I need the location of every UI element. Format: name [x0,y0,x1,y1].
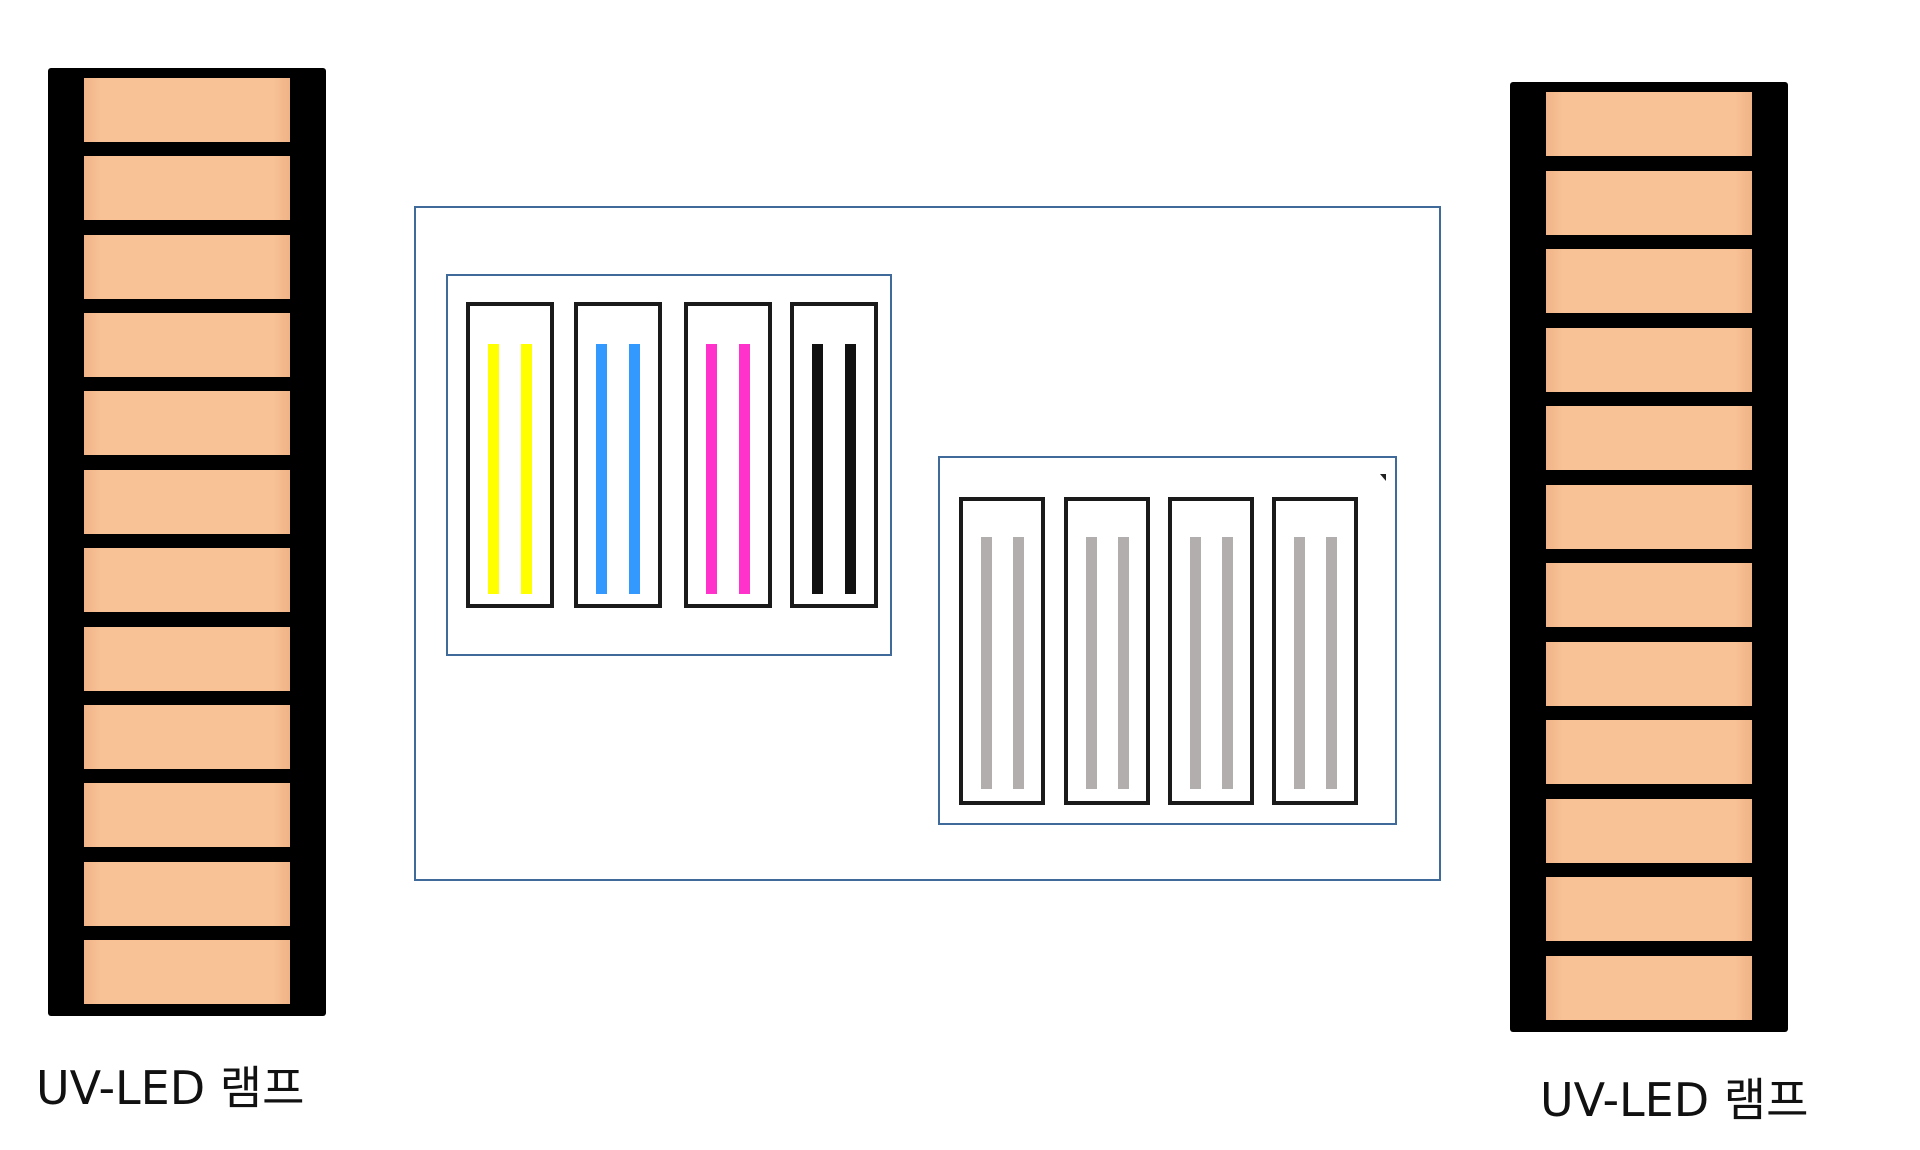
uv-led-lamp-left [48,68,326,1016]
lamp-segment-right-3 [1546,249,1752,314]
lamp-segment-right-12 [1546,955,1752,1020]
gray-nozzle-gray-3-2 [1222,537,1233,789]
gray-nozzle-gray-4-1 [1294,537,1305,789]
lamp-segment-left-5 [84,391,290,456]
lamp-segment-right-11 [1546,877,1752,942]
gray-nozzle-gray-2-1 [1086,537,1097,789]
color-nozzle-magenta-2 [739,344,750,594]
lamp-segment-left-1 [84,78,290,142]
uv-led-lamp-right [1510,82,1788,1032]
color-nozzle-magenta-1 [706,344,717,594]
color-nozzle-yellow-1 [488,344,499,594]
lamp-segment-left-4 [84,313,290,378]
color-nozzle-cyan-1 [596,344,607,594]
color-nozzle-yellow-2 [521,344,532,594]
lamp-segment-right-8 [1546,641,1752,706]
uv-led-lamp-right-label: UV-LED 램프 [1540,1073,1809,1127]
gray-head-gray-4 [1272,497,1358,805]
gray-head-gray-2 [1064,497,1150,805]
lamp-segment-right-10 [1546,798,1752,863]
lamp-segment-right-9 [1546,720,1752,785]
color-head-cyan [574,302,662,608]
lamp-segment-left-3 [84,234,290,299]
uv-led-lamp-left-label: UV-LED 램프 [36,1061,305,1115]
color-nozzle-cyan-2 [629,344,640,594]
color-head-yellow [466,302,554,608]
lamp-segment-left-6 [84,469,290,534]
color-head-black [790,302,878,608]
color-head-magenta [684,302,772,608]
lamp-segment-left-7 [84,548,290,613]
lamp-segment-left-10 [84,783,290,848]
gray-nozzle-gray-2-2 [1118,537,1129,789]
lamp-segment-right-5 [1546,406,1752,471]
lamp-segment-left-2 [84,156,290,221]
corner-marker [1380,474,1386,481]
lamp-segment-left-8 [84,626,290,691]
lamp-segment-right-6 [1546,484,1752,549]
gray-nozzle-gray-4-2 [1326,537,1337,789]
color-nozzle-black-1 [812,344,823,594]
gray-nozzle-gray-1-2 [1013,537,1024,789]
gray-head-gray-1 [959,497,1045,805]
color-nozzle-black-2 [845,344,856,594]
gray-nozzle-gray-3-1 [1190,537,1201,789]
lamp-segment-left-12 [84,939,290,1004]
gray-head-gray-3 [1168,497,1254,805]
lamp-segment-left-9 [84,704,290,769]
lamp-segment-right-1 [1546,92,1752,156]
lamp-segment-right-7 [1546,563,1752,628]
lamp-segment-right-4 [1546,327,1752,392]
lamp-segment-left-11 [84,861,290,926]
gray-nozzle-gray-1-1 [981,537,992,789]
lamp-segment-right-2 [1546,170,1752,235]
